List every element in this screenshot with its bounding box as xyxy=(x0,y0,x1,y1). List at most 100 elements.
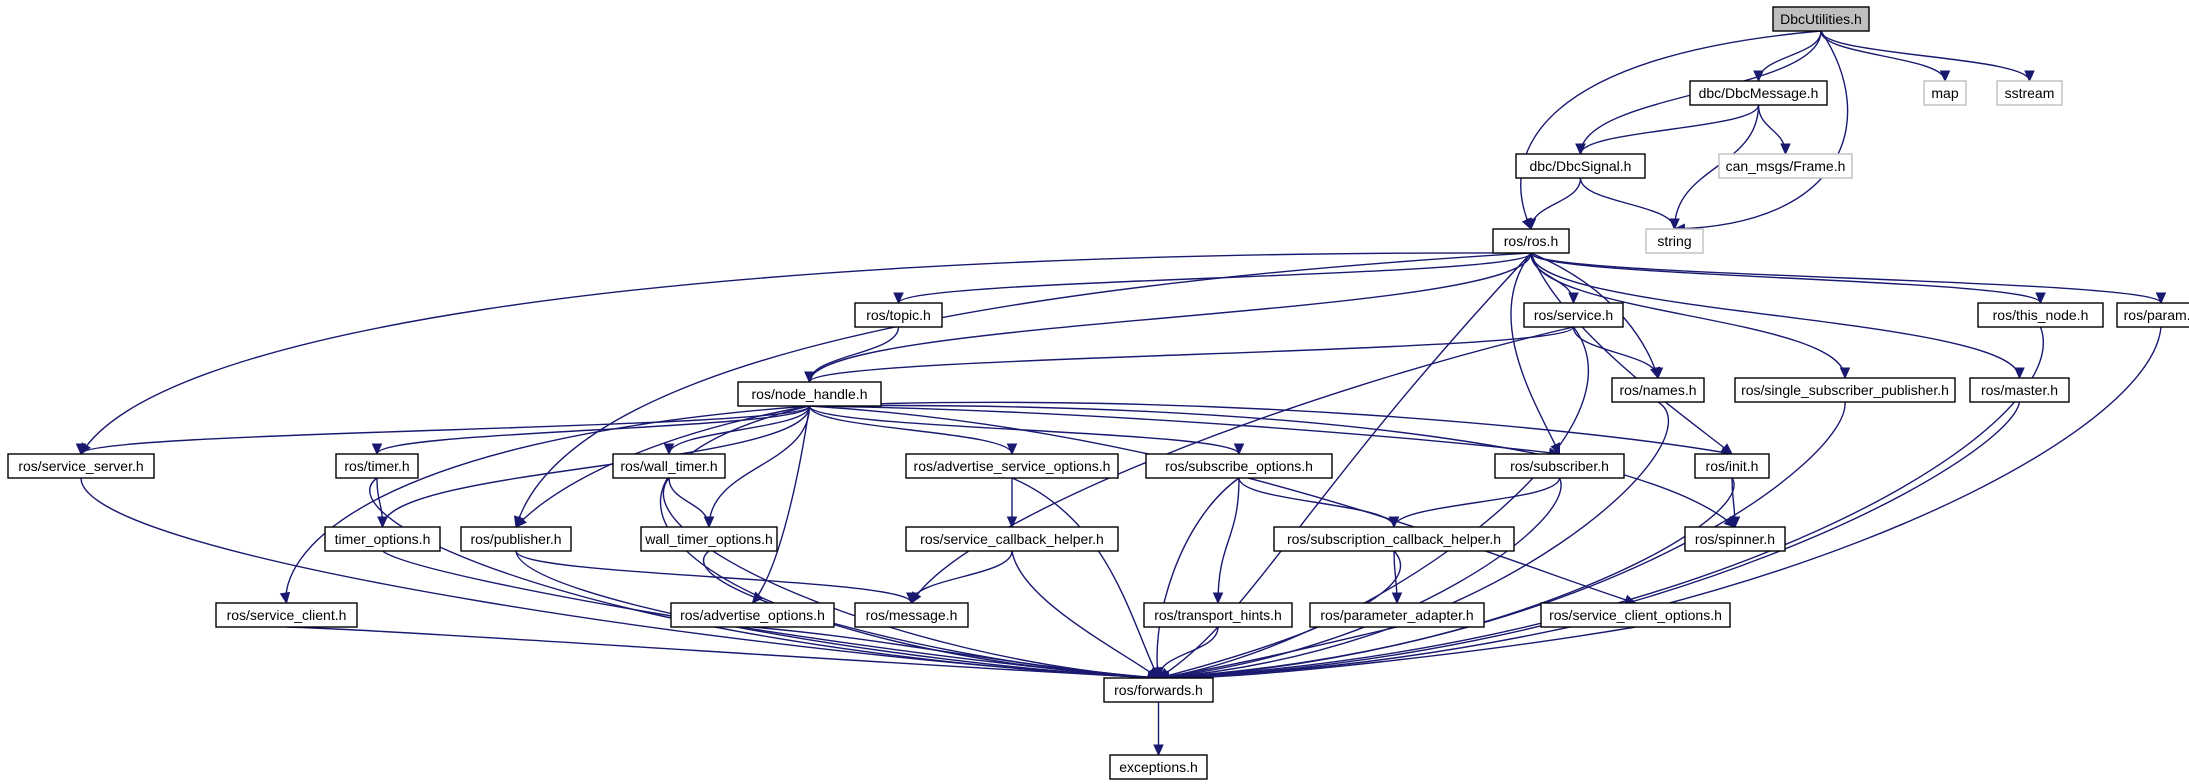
edge-param_adapter-to-forwards xyxy=(1158,626,1398,679)
node-node-handle[interactable]: ros/node_handle.h xyxy=(737,381,882,407)
node-dbc-message[interactable]: dbc/DbcMessage.h xyxy=(1689,80,1828,106)
arrowhead-node_handle-to-wall_timer xyxy=(663,443,675,456)
edge-ros_ros-to-node_handle xyxy=(808,252,1532,383)
node-box xyxy=(7,453,155,479)
node-sub-opts[interactable]: ros/subscribe_options.h xyxy=(1145,453,1333,479)
node-map: map xyxy=(1923,80,1967,106)
node-publisher[interactable]: ros/publisher.h xyxy=(460,526,572,552)
node-sub-cb-helper[interactable]: ros/subscription_callback_helper.h xyxy=(1273,526,1515,552)
node-label: DbcUtilities.h xyxy=(1780,11,1862,27)
edge-ros_ros-to-init xyxy=(1530,252,1733,455)
node-srv-cb-helper[interactable]: ros/service_callback_helper.h xyxy=(905,526,1119,552)
node-srv-client-opts[interactable]: ros/service_client_options.h xyxy=(1540,602,1731,628)
node-box xyxy=(1523,302,1624,328)
node-init[interactable]: ros/init.h xyxy=(1694,453,1770,479)
edge-srv_cb_helper-to-message xyxy=(910,550,1013,604)
edge-publisher-to-message xyxy=(515,550,913,604)
edge-names-to-forwards xyxy=(1158,401,1670,679)
node-label: ros/forwards.h xyxy=(1114,682,1203,698)
node-box xyxy=(1494,453,1625,479)
node-sstream: sstream xyxy=(1996,80,2063,106)
node-label: ros/wall_timer.h xyxy=(620,458,717,474)
node-box xyxy=(1145,453,1333,479)
edge-node_handle-to-init xyxy=(809,401,1733,455)
node-forwards[interactable]: ros/forwards.h xyxy=(1103,677,1214,703)
node-box xyxy=(335,453,419,479)
arrowhead-service-to-names xyxy=(1652,367,1664,380)
edge-master-to-forwards xyxy=(1158,401,2021,679)
edge-node_handle-to-wall_timer xyxy=(668,405,811,455)
arrowhead-node_handle-to-service_client xyxy=(279,591,291,605)
edge-srv_client_opts-to-forwards xyxy=(1158,626,1636,679)
edge-dbc_utilities-to-string xyxy=(1674,30,1849,230)
node-label: ros/param.h xyxy=(2124,307,2189,323)
edge-layer xyxy=(75,30,2167,757)
edge-ros_ros-to-master xyxy=(1530,252,2021,379)
node-box xyxy=(215,602,358,628)
arrowhead-srv_cb_helper-to-message xyxy=(906,592,917,605)
node-param-adapter[interactable]: ros/parameter_adapter.h xyxy=(1309,602,1485,628)
arrowhead-ros_ros-to-this_node xyxy=(2035,292,2046,305)
node-adv-opts[interactable]: ros/advertise_options.h xyxy=(670,602,835,628)
edge-subscriber-to-forwards xyxy=(1158,477,1562,679)
node-box xyxy=(905,453,1119,479)
edge-sub_opts-to-sub_cb_helper xyxy=(1238,477,1395,528)
edge-ros_ros-to-param xyxy=(1530,252,2162,304)
node-service[interactable]: ros/service.h xyxy=(1523,302,1624,328)
node-box xyxy=(1109,754,1208,780)
arrowhead-dbc_message-to-can_frame xyxy=(1780,143,1791,156)
node-label: ros/service_client.h xyxy=(227,607,347,623)
edge-publisher-to-forwards xyxy=(515,550,1159,679)
edge-ros_ros-to-publisher xyxy=(515,252,1532,528)
node-dbc-signal[interactable]: dbc/DbcSignal.h xyxy=(1515,153,1646,179)
node-exceptions[interactable]: exceptions.h xyxy=(1109,754,1208,780)
node-topic[interactable]: ros/topic.h xyxy=(854,302,943,328)
node-wall-timer[interactable]: ros/wall_timer.h xyxy=(612,453,726,479)
arrowhead-ros_ros-to-master xyxy=(2014,367,2025,380)
node-label: dbc/DbcSignal.h xyxy=(1530,158,1632,174)
node-param[interactable]: ros/param.h xyxy=(2116,302,2189,328)
node-ros-ros[interactable]: ros/ros.h xyxy=(1492,228,1570,254)
node-label: ros/advertise_service_options.h xyxy=(914,458,1111,474)
node-single-pub[interactable]: ros/single_subscriber_publisher.h xyxy=(1734,377,1956,403)
node-service-server[interactable]: ros/service_server.h xyxy=(7,453,155,479)
arrowhead-ros_ros-to-param xyxy=(2155,292,2167,305)
edge-service_server-to-forwards xyxy=(80,477,1159,679)
node-service-client[interactable]: ros/service_client.h xyxy=(215,602,358,628)
node-box xyxy=(1689,80,1828,106)
node-timer-opts[interactable]: timer_options.h xyxy=(324,526,441,552)
node-label: ros/names.h xyxy=(1619,382,1696,398)
node-label: timer_options.h xyxy=(335,531,431,547)
edge-sub_opts-to-forwards xyxy=(1156,477,1240,679)
node-box xyxy=(1734,377,1956,403)
arrowhead-sub_cb_helper-to-param_adapter xyxy=(1391,592,1403,605)
edge-node_handle-to-service_server xyxy=(80,405,811,455)
node-message[interactable]: ros/message.h xyxy=(854,602,969,628)
node-box xyxy=(1143,602,1293,628)
edge-srv_cb_helper-to-forwards xyxy=(1011,550,1159,679)
node-dbc-utilities[interactable]: DbcUtilities.h xyxy=(1772,6,1870,32)
node-box xyxy=(1492,228,1570,254)
edge-node_handle-to-publisher xyxy=(515,405,810,528)
node-master[interactable]: ros/master.h xyxy=(1969,377,2070,403)
node-box xyxy=(1273,526,1515,552)
node-spinner[interactable]: ros/spinner.h xyxy=(1684,526,1786,552)
edge-node_handle-to-timer xyxy=(376,405,811,455)
edge-dbc_message-to-dbc_signal xyxy=(1579,104,1760,155)
node-wall-timer-opts[interactable]: wall_timer_options.h xyxy=(640,526,778,552)
node-adv-srv-opts[interactable]: ros/advertise_service_options.h xyxy=(905,453,1119,479)
node-label: ros/init.h xyxy=(1706,458,1759,474)
edge-dbc_message-to-string xyxy=(1673,104,1760,230)
node-label: ros/message.h xyxy=(866,607,958,623)
node-subscriber[interactable]: ros/subscriber.h xyxy=(1494,453,1625,479)
node-label: can_msgs/Frame.h xyxy=(1726,158,1846,174)
node-names[interactable]: ros/names.h xyxy=(1611,377,1705,403)
node-transport-hints[interactable]: ros/transport_hints.h xyxy=(1143,602,1293,628)
node-label: ros/publisher.h xyxy=(470,531,561,547)
node-timer[interactable]: ros/timer.h xyxy=(335,453,419,479)
node-box xyxy=(1969,377,2070,403)
arrowhead-node_handle-to-adv_srv_opts xyxy=(1006,443,1018,456)
node-box xyxy=(640,526,778,552)
node-this-node[interactable]: ros/this_node.h xyxy=(1977,302,2104,328)
node-label: ros/timer.h xyxy=(344,458,409,474)
